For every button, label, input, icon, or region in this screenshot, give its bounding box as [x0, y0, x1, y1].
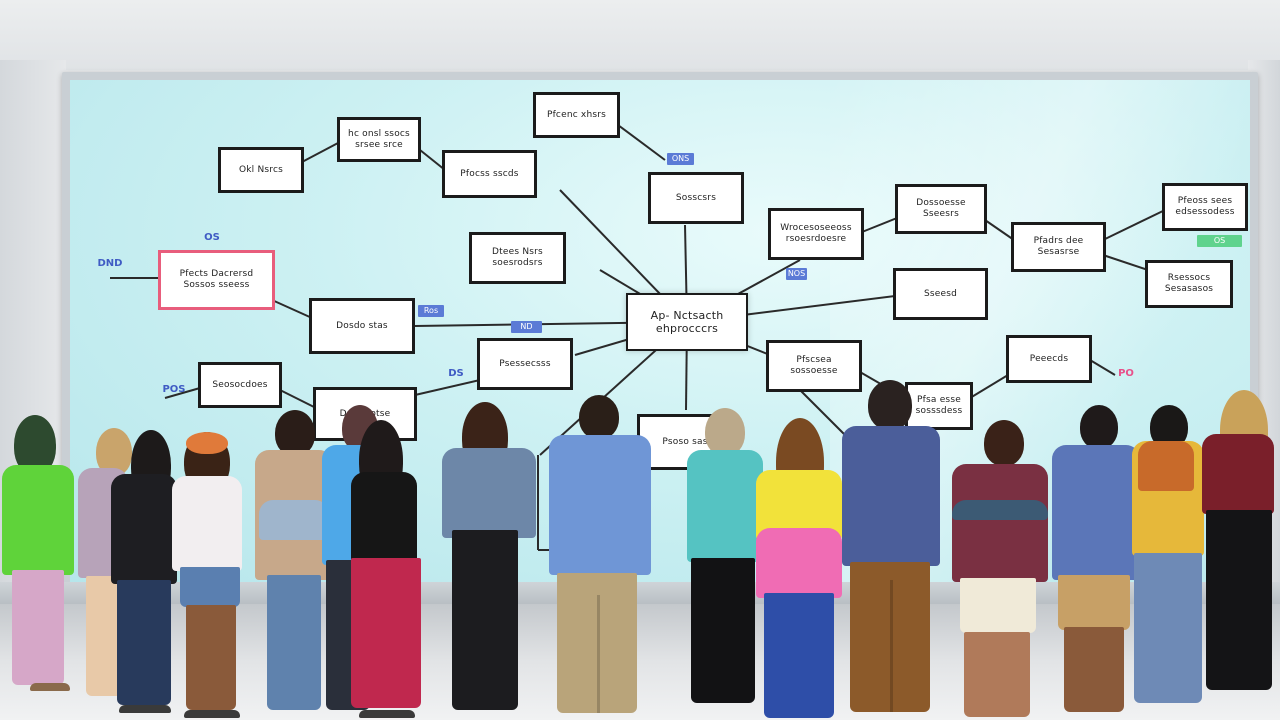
- person: [345, 420, 425, 720]
- mindmap-node: Wrocesoseeoss rsoesrdoesre: [768, 208, 864, 260]
- person: [685, 408, 765, 720]
- person: [105, 430, 180, 720]
- person: [950, 420, 1050, 720]
- mindmap-tag: DS: [448, 368, 464, 379]
- mindmap-node: Seosocdoes: [198, 362, 282, 408]
- person: [752, 418, 847, 720]
- mindmap-tag: Ros: [418, 305, 444, 317]
- mindmap-tag: ONS: [667, 153, 694, 165]
- person: [1130, 405, 1210, 720]
- person: [1050, 405, 1142, 720]
- mindmap-node: Peeecds: [1006, 335, 1092, 383]
- person: [170, 432, 250, 720]
- mindmap-node-highlighted: Pfects Dacrersd Sossos sseess: [158, 250, 275, 310]
- person: [0, 415, 80, 720]
- mindmap-tag: PO: [1118, 368, 1134, 379]
- person: [1198, 390, 1280, 720]
- mindmap-node: Pfocss sscds: [442, 150, 537, 198]
- mindmap-node: Sosscsrs: [648, 172, 744, 224]
- mindmap-node: Pfeoss sees edsessodess: [1162, 183, 1248, 231]
- mindmap-tag: OS: [204, 232, 220, 243]
- mindmap-node: Pfscsea sossoesse: [766, 340, 862, 392]
- mindmap-node: Dossoesse Sseesrs: [895, 184, 987, 234]
- person: [438, 402, 543, 720]
- mindmap-node: Okl Nsrcs: [218, 147, 304, 193]
- mindmap-node: hc onsl ssocs srsee srce: [337, 117, 421, 162]
- person: [245, 410, 335, 720]
- mindmap-tag: DND: [97, 258, 123, 269]
- mindmap-tag: ND: [511, 321, 542, 333]
- mindmap-center-node: Ap- Nctsacth ehprocccrs: [626, 293, 748, 351]
- mindmap-node: Pfcenc xhsrs: [533, 92, 620, 138]
- mindmap-tag: NOS: [786, 268, 807, 280]
- mindmap-node: Pfadrs dee Sesasrse: [1011, 222, 1106, 272]
- mindmap-node: Sseesd: [893, 268, 988, 320]
- mindmap-node: Dosdo stas: [309, 298, 415, 354]
- person: [545, 395, 655, 720]
- person: [838, 380, 943, 720]
- mindmap-node: Dtees Nsrs soesrodsrs: [469, 232, 566, 284]
- mindmap-tag: POS: [162, 384, 186, 395]
- mindmap-node: Psessecsss: [477, 338, 573, 390]
- mindmap-tag: OS: [1197, 235, 1242, 247]
- ceiling: [0, 0, 1280, 70]
- mindmap-node: Rsessocs Sesasasos: [1145, 260, 1233, 308]
